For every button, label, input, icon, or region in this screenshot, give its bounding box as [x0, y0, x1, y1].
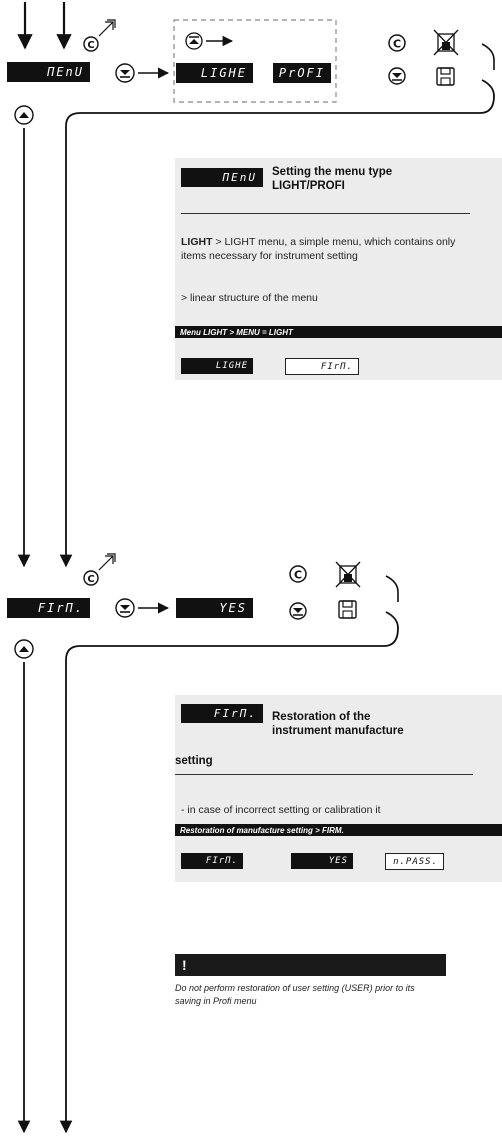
panel-title-line2: instrument manufacture — [272, 725, 404, 737]
diagonal-arrow-icon — [98, 553, 116, 571]
panel-title-line1: Restoration of the — [272, 711, 371, 723]
copyright-c-icon: C — [83, 36, 99, 52]
up-button-icon — [185, 32, 203, 50]
display-option-profi[interactable]: PrOFI — [273, 63, 331, 83]
svg-text:C: C — [87, 574, 94, 585]
example-display-firm: FIrΠ. — [181, 853, 243, 869]
copyright-c-icon: C — [289, 565, 307, 583]
example-display-light: LIGHE — [181, 358, 253, 374]
svg-text:C: C — [294, 569, 302, 582]
down-button-icon — [115, 63, 135, 83]
panel-display-menu: ΠEnU — [181, 168, 263, 187]
divider — [181, 213, 470, 214]
option-group-box — [173, 19, 337, 103]
divider — [175, 774, 473, 775]
copyright-c-icon: C — [388, 34, 406, 52]
firm-description: - in case of incorrect setting or calibr… — [181, 804, 381, 816]
return-loop-bottom — [385, 575, 399, 602]
down-button-icon — [289, 602, 307, 620]
display-option-light[interactable]: LIGHE — [176, 63, 253, 83]
floppy-save-icon — [436, 67, 455, 86]
display-menu: ΠEnU — [7, 62, 90, 82]
down-button-icon — [388, 67, 406, 85]
menu-info-panel — [175, 158, 502, 380]
panel-title-line3: setting — [175, 755, 213, 767]
down-button-icon — [115, 598, 135, 618]
example-display-firm: FIrΠ. — [285, 358, 359, 375]
diagonal-arrow-icon — [98, 19, 116, 37]
up-button-icon — [14, 639, 34, 659]
warning-mark: ! — [182, 957, 187, 973]
panel-title-line1: Setting the menu type — [272, 166, 393, 178]
crossed-box-icon — [433, 29, 459, 56]
menu-description-line2: > linear structure of the menu — [181, 292, 318, 304]
example-bar: Menu LIGHT > MENU = LIGHT — [175, 326, 502, 338]
return-loop-top — [481, 43, 495, 70]
example-display-npass: n.PASS. — [385, 853, 444, 870]
copyright-c-icon: C — [83, 570, 99, 586]
panel-title-line2: LIGHT/PROFI — [272, 180, 345, 192]
desc-keyword: LIGHT — [181, 236, 213, 248]
warning-text: Do not perform restoration of user setti… — [175, 983, 415, 1006]
firm-info-panel — [175, 695, 502, 882]
crossed-box-icon — [335, 561, 361, 588]
up-button-icon — [14, 105, 34, 125]
svg-text:C: C — [87, 40, 94, 51]
desc-text: > LIGHT menu, a simple menu, which conta… — [181, 236, 456, 262]
display-firm: FIrΠ. — [7, 598, 90, 618]
display-option-yes[interactable]: YES — [176, 598, 253, 618]
floppy-save-icon — [338, 600, 357, 619]
svg-text:C: C — [393, 38, 401, 51]
warning-header: ! — [175, 954, 446, 976]
example-display-yes: YES — [291, 853, 353, 869]
example-bar: Restoration of manufacture setting > FIR… — [175, 824, 502, 836]
panel-display-firm: FIrΠ. — [181, 704, 263, 723]
menu-description: LIGHT > LIGHT menu, a simple menu, which… — [181, 235, 471, 263]
